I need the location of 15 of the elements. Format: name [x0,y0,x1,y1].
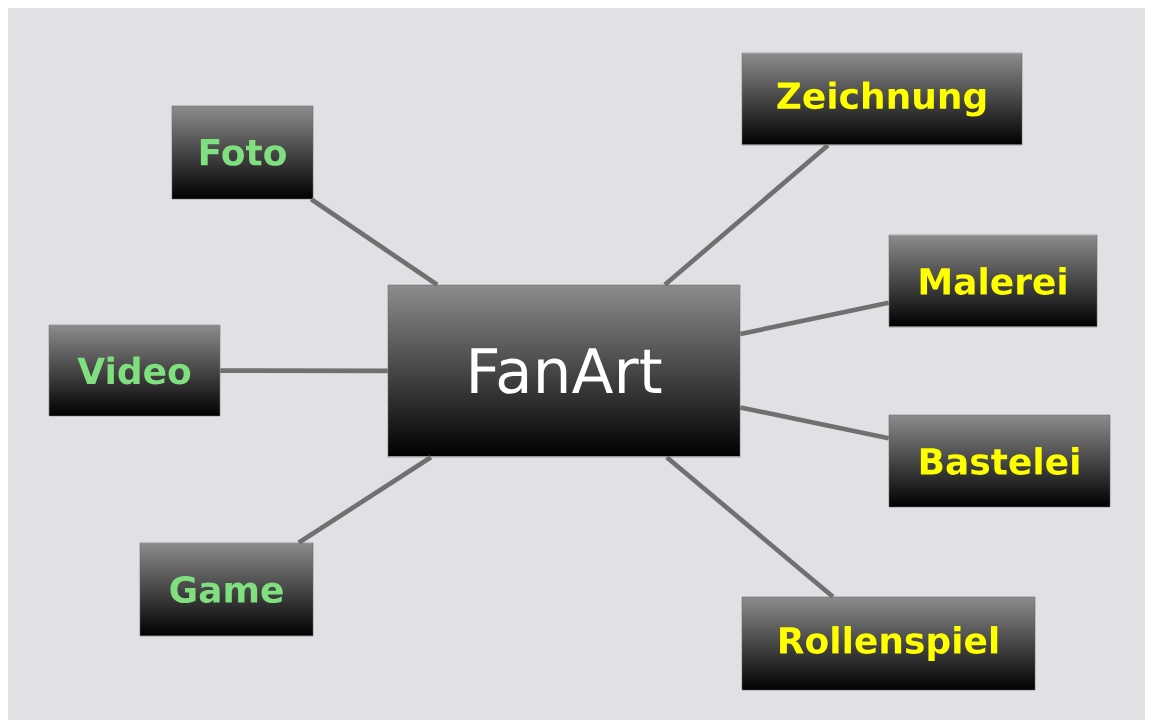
connector-line [663,143,830,287]
connector-line [220,368,388,374]
category-box: Rollenspiel [741,596,1036,691]
connector-line [309,197,439,287]
category-box: Game [139,542,314,637]
category-box: Malerei [888,234,1098,328]
category-box: Zeichnung [741,52,1023,146]
category-box: Foto [171,105,314,200]
category-box: Video [48,324,221,417]
category-box: Bastelei [888,414,1111,508]
connector-line [739,405,890,441]
connector-line [739,300,890,337]
topic-box: FanArt [387,284,741,458]
connector-line [297,455,433,545]
connector-line [665,455,835,599]
